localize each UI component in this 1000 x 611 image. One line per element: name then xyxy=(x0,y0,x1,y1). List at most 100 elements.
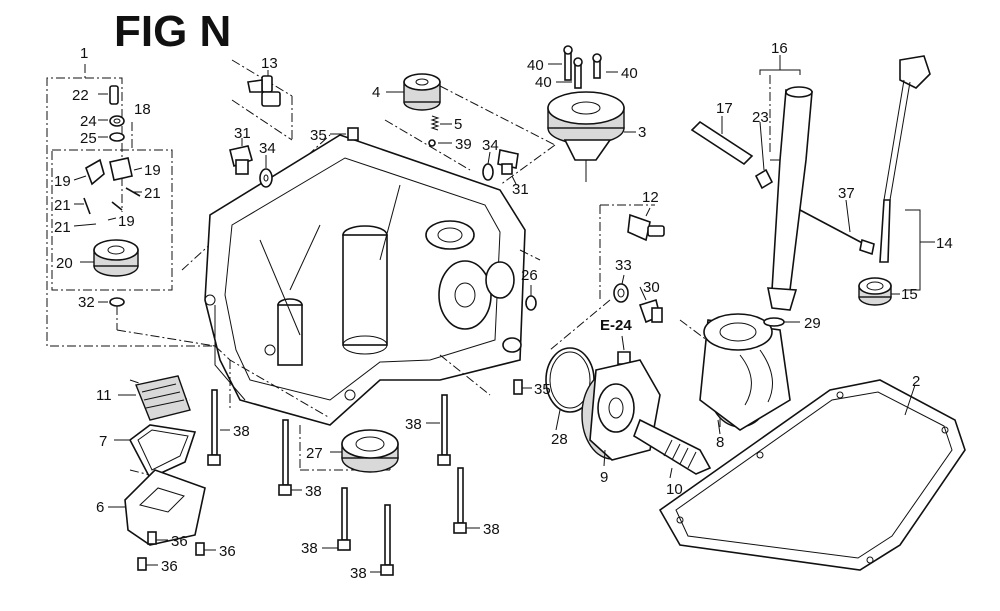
part-19-governor-arm xyxy=(73,157,143,221)
callout-38f: 38 xyxy=(350,565,367,582)
callout-38c: 38 xyxy=(405,416,422,433)
part-35-dowel-top xyxy=(330,127,359,141)
part-27-oil-seal xyxy=(330,429,399,473)
part-35-dowel-right xyxy=(513,379,532,395)
reference-tag-e24: E-24 xyxy=(600,317,632,334)
callout-19b: 19 xyxy=(144,162,161,179)
callout-8: 8 xyxy=(716,434,724,451)
part-34-washer-right xyxy=(482,151,494,181)
part-7-gasket xyxy=(114,424,197,480)
callout-25: 25 xyxy=(80,130,97,147)
callout-22: 22 xyxy=(72,87,89,104)
part-15-seal xyxy=(858,277,900,306)
callout-40b: 40 xyxy=(535,74,552,91)
callout-3: 3 xyxy=(638,124,646,141)
callout-37: 37 xyxy=(838,185,855,202)
callout-14: 14 xyxy=(936,235,953,252)
callout-20: 20 xyxy=(56,255,73,272)
callout-36c: 36 xyxy=(161,558,178,575)
callout-9: 9 xyxy=(600,469,608,486)
part-36-bolts xyxy=(137,531,216,571)
callout-5: 5 xyxy=(454,116,462,133)
callout-33: 33 xyxy=(615,257,632,274)
callout-24: 24 xyxy=(80,113,97,130)
part-13-sensor xyxy=(247,70,281,107)
part-10-threaded-stud xyxy=(633,418,712,479)
callout-23: 23 xyxy=(752,109,769,126)
callout-26: 26 xyxy=(521,267,538,284)
callout-13: 13 xyxy=(261,55,278,72)
part-21-pins xyxy=(73,187,142,227)
callout-29: 29 xyxy=(804,315,821,332)
callout-6: 6 xyxy=(96,499,104,516)
callout-21c: 21 xyxy=(54,219,71,236)
part-40-bolts xyxy=(548,45,618,89)
part-33-washer xyxy=(613,274,629,303)
callout-31a: 31 xyxy=(234,125,251,142)
part-29-o-ring xyxy=(763,317,800,327)
callout-21b: 21 xyxy=(144,185,161,202)
part-31-drain-plug-left xyxy=(229,138,253,175)
callout-19c: 19 xyxy=(118,213,135,230)
part-26-plug xyxy=(525,285,537,311)
part-23-clip xyxy=(754,121,774,190)
callout-34b: 34 xyxy=(482,137,499,154)
callout-4: 4 xyxy=(372,84,380,101)
callout-38b: 38 xyxy=(305,483,322,500)
callout-30: 30 xyxy=(643,279,660,296)
callout-36b: 36 xyxy=(219,543,236,560)
callout-1: 1 xyxy=(80,45,88,62)
crankcase-cover xyxy=(204,134,526,426)
part-3-gear xyxy=(547,91,636,182)
part-11-screen xyxy=(118,375,191,421)
part-31-drain-plug-right xyxy=(497,149,519,185)
e24-reference: E-24 xyxy=(600,317,632,365)
callout-36a: 36 xyxy=(171,533,188,550)
callout-34a: 34 xyxy=(259,140,276,157)
part-16-oil-filler-tube xyxy=(759,55,813,311)
part-2-gasket xyxy=(658,379,966,571)
part-25-ring xyxy=(98,132,125,142)
callout-12: 12 xyxy=(642,189,659,206)
part-6-cover-plate xyxy=(108,469,206,546)
figure-title: FIG N xyxy=(114,7,231,56)
part-39-ball xyxy=(428,139,452,147)
callout-10: 10 xyxy=(666,481,683,498)
part-14-dipstick xyxy=(879,55,935,291)
part-17-pipe xyxy=(690,116,754,166)
part-24-washer xyxy=(98,115,125,127)
callout-28: 28 xyxy=(551,431,568,448)
callout-35b: 35 xyxy=(534,381,551,398)
part-22-bolt xyxy=(98,85,119,105)
callout-labels: 1 2 3 4 5 6 7 8 9 10 11 12 13 14 15 16 1… xyxy=(54,40,953,582)
callout-38e: 38 xyxy=(301,540,318,557)
callout-2: 2 xyxy=(912,373,920,390)
part-8-oil-filter xyxy=(699,313,791,435)
part-34-washer-left xyxy=(259,155,273,188)
callout-19a: 19 xyxy=(54,173,71,190)
part-32-washer xyxy=(98,297,216,347)
callout-11: 11 xyxy=(96,387,112,404)
part-38-bolts xyxy=(207,389,480,576)
part-5-spring xyxy=(430,115,452,131)
callout-40a: 40 xyxy=(527,57,544,74)
part-30-plug xyxy=(638,286,663,324)
callout-7: 7 xyxy=(99,433,107,450)
part-37-bolt xyxy=(799,199,875,256)
part-4-cap xyxy=(386,73,441,111)
callout-18: 18 xyxy=(134,101,151,118)
part-12-oil-sensor xyxy=(627,207,665,242)
callout-31b: 31 xyxy=(512,181,529,198)
part-20-governor-gear xyxy=(80,239,139,277)
callout-40c: 40 xyxy=(621,65,638,82)
part-28-o-ring xyxy=(545,347,595,431)
callout-15: 15 xyxy=(901,286,918,303)
callout-35a: 35 xyxy=(310,127,327,144)
callout-38a: 38 xyxy=(233,423,250,440)
callout-32: 32 xyxy=(78,294,95,311)
callout-39: 39 xyxy=(455,136,472,153)
callout-27: 27 xyxy=(306,445,323,462)
callout-17: 17 xyxy=(716,100,733,117)
callout-21a: 21 xyxy=(54,197,71,214)
